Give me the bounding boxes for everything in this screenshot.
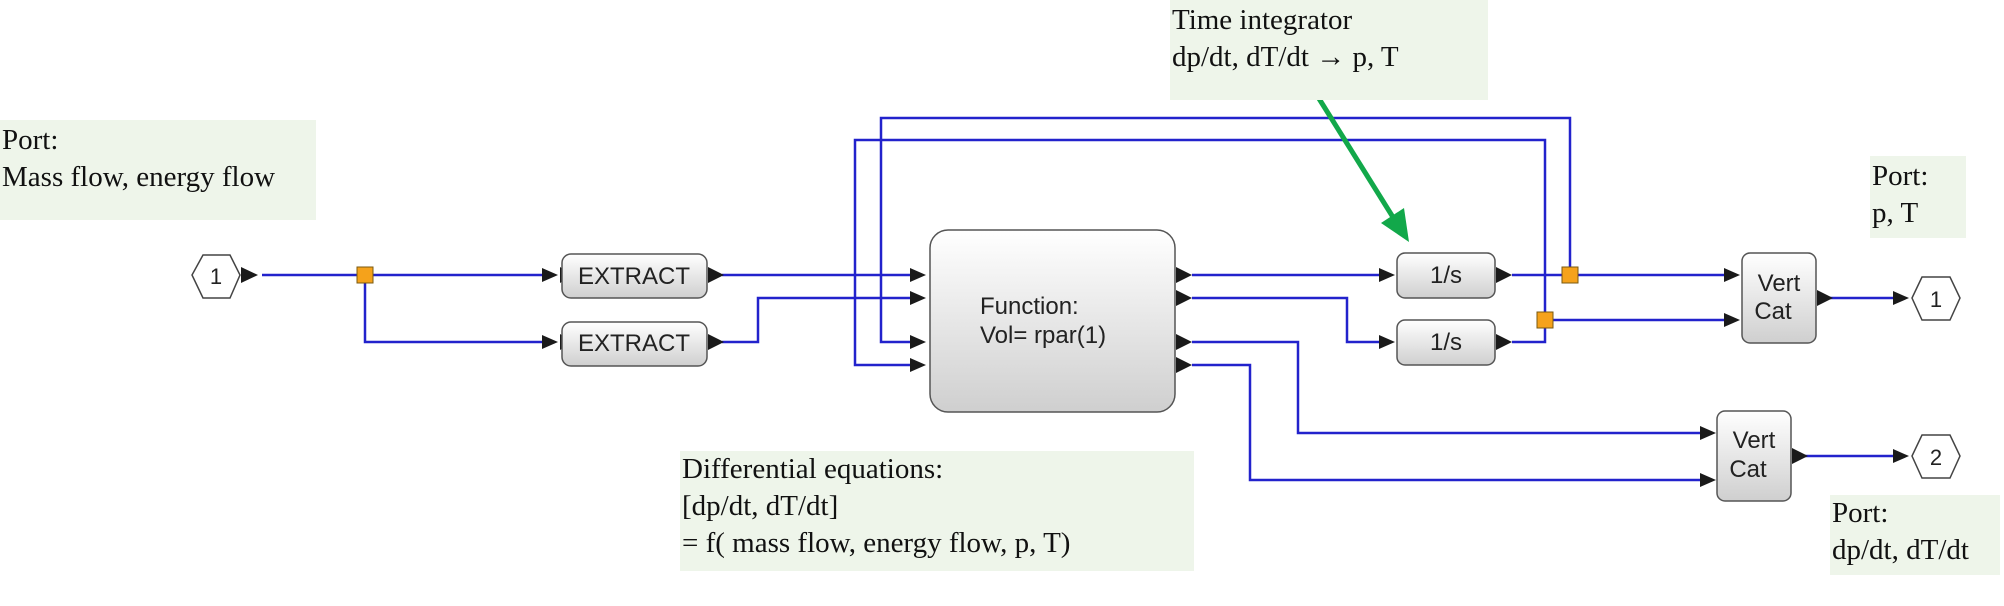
output-port-number: 2: [1930, 445, 1942, 470]
output-port-1-note-line1: Port:: [1872, 160, 1929, 192]
arrowhead: [542, 268, 558, 282]
extract-block-body: [561, 253, 708, 299]
arrowhead: [1893, 291, 1909, 305]
output-port-triangle: [241, 267, 258, 283]
output-port-triangle: [708, 267, 724, 283]
extract-block-label: EXTRACT: [578, 330, 690, 357]
integrator-block-label: 1/s: [1430, 262, 1462, 289]
arrowhead: [910, 291, 926, 305]
output-port-triangle: [1176, 290, 1192, 306]
link-extract2-to-function[interactable]: [722, 296, 915, 344]
output-port-1[interactable]: 1: [1911, 276, 1961, 321]
arrowhead: [1893, 449, 1909, 463]
split-points: [356, 266, 1579, 329]
input-port-note: Port: Mass flow, energy flow: [0, 120, 316, 220]
output-port-2-note-line2: dp/dt, dT/dt: [1832, 534, 1969, 566]
link-function-to-vertcat2-a[interactable]: [1192, 340, 1705, 435]
differential-equations-note-line1: Differential equations:: [682, 453, 944, 485]
differential-equations-note-line3: = f( mass flow, energy flow, p, T): [682, 527, 1071, 559]
arrowhead: [910, 268, 926, 282]
vert-cat-block-label-line1: Vert: [1733, 427, 1776, 454]
integrator-block-body: [1396, 319, 1496, 366]
link-feedback-T[interactable]: [853, 138, 1547, 367]
output-port-2[interactable]: 2: [1911, 434, 1961, 479]
input-port-number: 1: [210, 264, 222, 289]
arrowhead: [1700, 473, 1716, 487]
output-port-triangle: [1496, 334, 1512, 350]
callout-arrow-shaft: [1315, 95, 1399, 224]
integrator-block-body: [1396, 252, 1496, 299]
split-point[interactable]: [1561, 266, 1579, 284]
integrator-note-line2: dp/dt, dT/dt → p, T: [1172, 41, 1399, 73]
input-port-note-line2: Mass flow, energy flow: [2, 161, 276, 193]
vert-cat-block-2[interactable]: Vert Cat: [1716, 410, 1808, 502]
arrowhead: [1379, 335, 1395, 349]
arrowhead: [910, 335, 926, 349]
link-function-to-integrator2[interactable]: [1192, 296, 1380, 344]
extract-block-2[interactable]: EXTRACT: [560, 321, 724, 367]
output-port-2-note-line1: Port:: [1832, 497, 1889, 529]
input-port-shape: [191, 254, 241, 299]
extract-block-label: EXTRACT: [578, 263, 690, 290]
output-port-1-note-line2: p, T: [1872, 197, 1919, 229]
integrator-block-label: 1/s: [1430, 329, 1462, 356]
output-port-triangle: [708, 334, 724, 350]
arrowhead: [542, 335, 558, 349]
differential-equations-note-line2: [dp/dt, dT/dt]: [682, 490, 839, 522]
output-port-triangle: [1176, 334, 1192, 350]
output-port-shape: [1911, 434, 1961, 479]
vert-cat-block-label-line2: Cat: [1754, 298, 1792, 325]
function-block-body: [929, 229, 1176, 413]
output-port-triangle: [1176, 357, 1192, 373]
arrowhead: [1724, 313, 1740, 327]
link-in-to-extract2[interactable]: [363, 275, 555, 344]
arrowhead: [1700, 426, 1716, 440]
vert-cat-block-body: [1716, 410, 1792, 502]
integrator-block-1[interactable]: 1/s: [1396, 252, 1512, 299]
vert-cat-block-1[interactable]: Vert Cat: [1741, 252, 1833, 344]
integrator-block-2[interactable]: 1/s: [1396, 319, 1512, 366]
link-arrowheads: [542, 268, 1909, 487]
output-port-triangle: [1792, 448, 1808, 464]
integrator-note: Time integrator dp/dt, dT/dt → p, T: [1170, 0, 1488, 100]
function-block-label-line1: Function:: [980, 293, 1079, 320]
output-port-triangle: [1496, 267, 1512, 283]
function-block-label-line2: Vol= rpar(1): [980, 322, 1106, 349]
arrowhead: [910, 358, 926, 372]
extract-block-1[interactable]: EXTRACT: [560, 253, 724, 299]
split-point[interactable]: [1536, 311, 1554, 329]
integrator-callout-arrow: [1315, 95, 1409, 242]
input-port-note-line1: Port:: [2, 124, 59, 156]
output-port-triangle: [1176, 267, 1192, 283]
extract-block-body: [561, 321, 708, 367]
integrator-note-line1: Time integrator: [1172, 4, 1353, 36]
function-block[interactable]: Function: Vol= rpar(1): [929, 229, 1192, 413]
link-integrator2-to-vertcat1[interactable]: [1512, 318, 1727, 344]
differential-equations-note: Differential equations: [dp/dt, dT/dt] =…: [680, 451, 1194, 571]
input-port-1[interactable]: 1: [191, 254, 258, 299]
links: [262, 116, 1895, 482]
output-port-2-note: Port: dp/dt, dT/dt: [1830, 495, 2000, 575]
arrowhead: [1379, 268, 1395, 282]
function-output-ports: [1176, 267, 1192, 373]
output-port-triangle: [1817, 290, 1833, 306]
split-point[interactable]: [356, 266, 374, 284]
callout-arrow-head: [1381, 208, 1409, 242]
vert-cat-block-body: [1741, 252, 1817, 344]
link-function-to-vertcat2-b[interactable]: [1192, 363, 1705, 482]
output-port-shape: [1911, 276, 1961, 321]
output-port-1-note: Port: p, T: [1870, 156, 1966, 238]
output-port-number: 1: [1930, 287, 1942, 312]
vert-cat-block-label-line1: Vert: [1758, 270, 1801, 297]
link-feedback-p[interactable]: [879, 116, 1572, 344]
vert-cat-block-label-line2: Cat: [1729, 456, 1767, 483]
arrowhead: [1724, 268, 1740, 282]
